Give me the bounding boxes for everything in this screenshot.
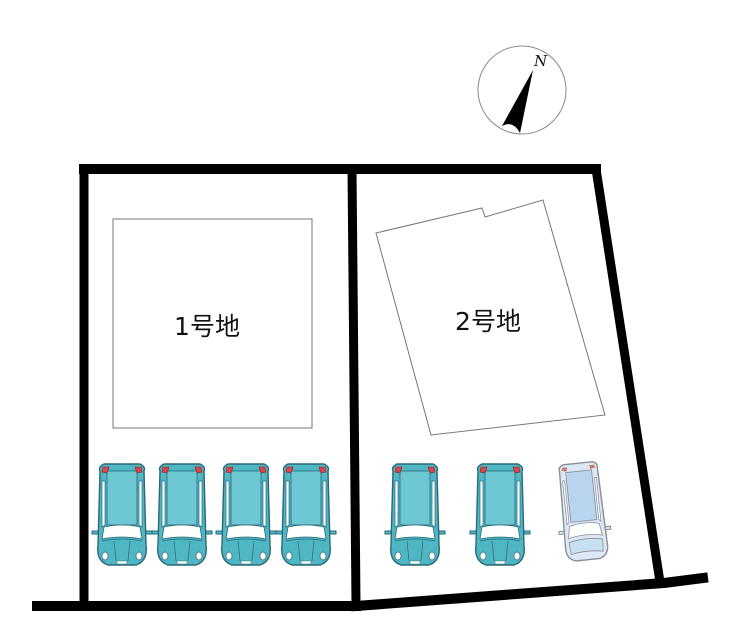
lot-boundaries <box>32 163 709 612</box>
car-icon <box>151 463 213 566</box>
north-label: N <box>533 52 548 70</box>
lot-2-label: 2号地 <box>455 307 521 336</box>
car-icon <box>215 463 277 566</box>
boundary-bottom-right <box>350 572 709 612</box>
building-footprint-lot-2 <box>375 199 606 436</box>
car-icon <box>275 463 337 566</box>
car-icon <box>469 463 531 566</box>
parking-lot-1 <box>91 463 337 566</box>
parking-lot-2 <box>384 459 615 566</box>
car-icon-light <box>551 459 615 564</box>
lot-1-label: 1号地 <box>174 312 240 341</box>
north-arrow-icon <box>502 70 533 133</box>
boundary-right <box>590 163 666 588</box>
car-icon <box>91 463 153 566</box>
building-footprint-lot-1 <box>112 218 313 429</box>
car-icon <box>384 463 446 566</box>
compass: N <box>477 45 567 135</box>
boundary-divider <box>347 164 361 609</box>
